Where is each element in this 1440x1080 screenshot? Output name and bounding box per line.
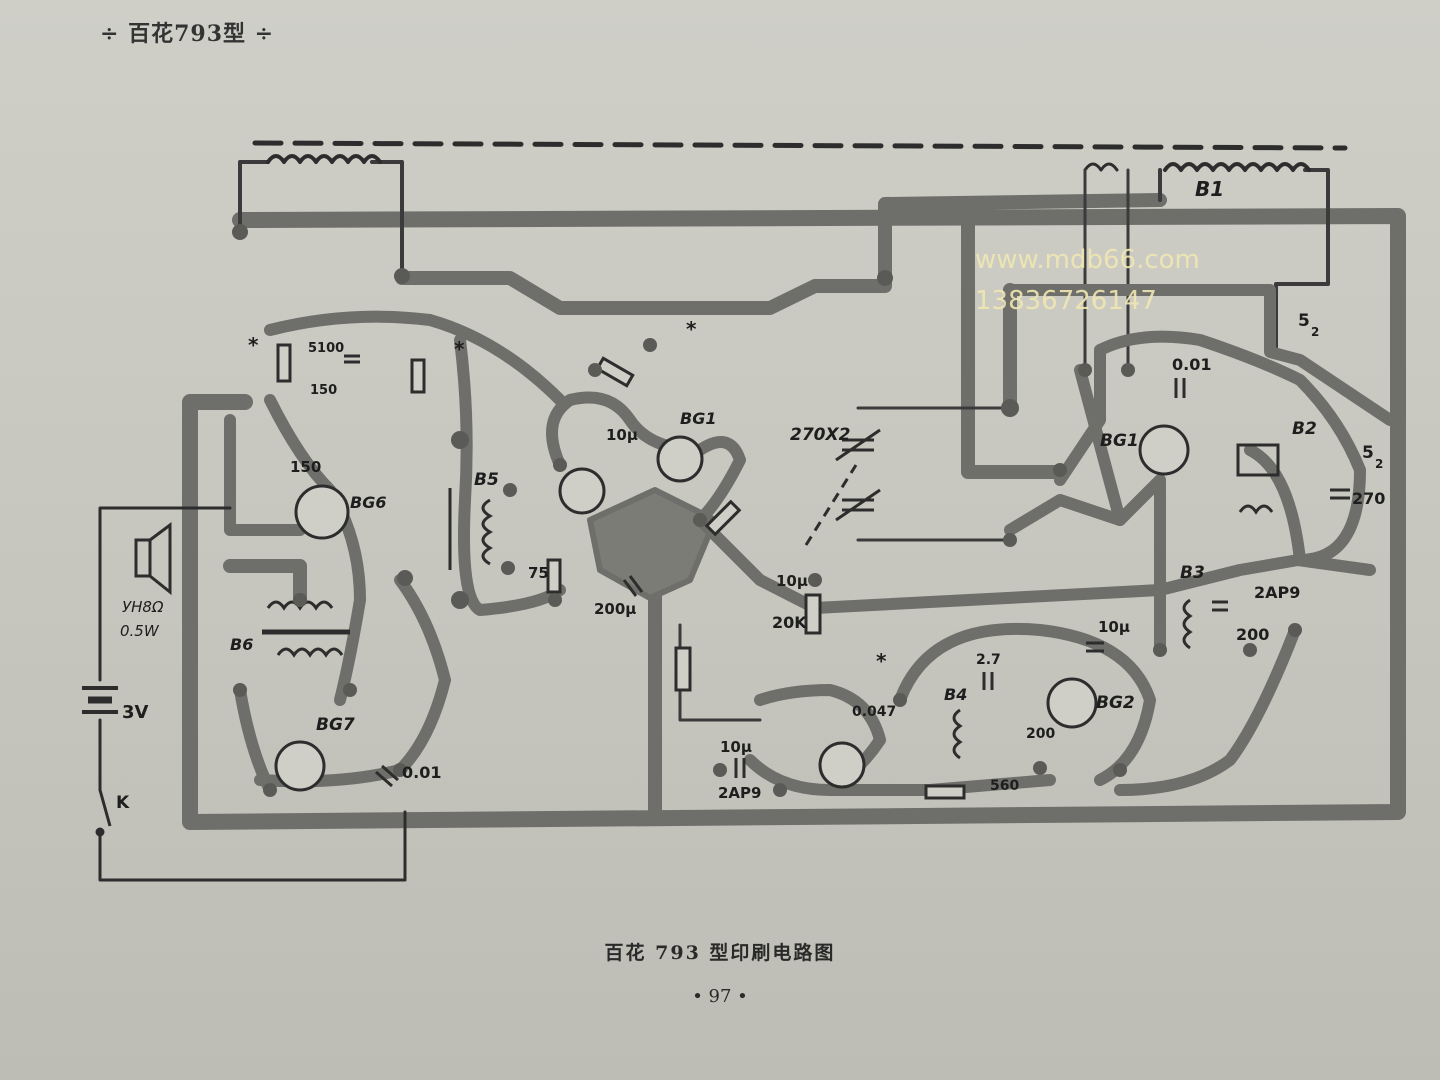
label-r-5100: 5100: [308, 341, 344, 356]
watermark-url: www.mdb66.com: [975, 245, 1200, 275]
trace-rf-loop: [1054, 330, 1366, 566]
switch-symbol: [95, 789, 112, 837]
trace-b5-loop: [454, 334, 566, 616]
antenna-coil-lead-left: [238, 160, 270, 234]
label-star-d: *: [876, 649, 887, 673]
tuning-capacitor-symbol: [835, 428, 881, 522]
label-c-52-top: 5: [1298, 311, 1310, 331]
trace-volume-loop: [744, 684, 886, 796]
label-bg6: BG6: [350, 493, 386, 512]
trace-audio-loop-a: [264, 394, 366, 706]
label-star-b: *: [454, 337, 465, 361]
speaker-symbol: [134, 522, 172, 596]
label-b5: B5: [474, 470, 499, 490]
label-star-a: *: [248, 333, 259, 357]
watermark-phone: 13836726147: [975, 286, 1157, 316]
trace-lower-right-loop: [1114, 624, 1301, 796]
label-c-200-right: 200: [1236, 625, 1269, 644]
trace-if-loop: [894, 622, 1156, 786]
trace-bg1-left-loop: [546, 391, 746, 526]
trace-right-loop: [1004, 284, 1396, 426]
board-outline-trace: [182, 208, 1406, 830]
label-speaker: УΗ8Ω: [122, 598, 164, 616]
label-r-150-a: 150: [290, 458, 321, 476]
transistor-bg2: [1046, 677, 1098, 729]
antenna-rod-dashed: [252, 140, 1348, 151]
page-number: • 97 •: [692, 986, 748, 1007]
b1-secondary-winding: [1083, 162, 1119, 172]
label-c-27: 2.7: [976, 652, 1001, 668]
label-bg2: BG2: [1096, 693, 1135, 713]
label-battery: 3V: [122, 702, 149, 723]
label-bg7: BG7: [316, 715, 355, 735]
transformer-b6: [262, 600, 350, 658]
b1-winding: [1163, 162, 1311, 172]
antenna-coil-winding: [266, 154, 382, 164]
label-b2: B2: [1292, 419, 1317, 439]
coil-b2: [1236, 443, 1280, 515]
label-c-001-bottom: 0.01: [402, 763, 441, 782]
trace-detector-return: [1004, 494, 1126, 536]
label-c-10u-top: 10μ: [606, 426, 638, 444]
transformer-b3: [1182, 598, 1193, 650]
label-c-10u-mid: 10μ: [776, 572, 808, 590]
transformer-b4: [952, 708, 963, 760]
transistor-bg1-right: [1138, 424, 1190, 476]
label-b4: B4: [944, 685, 967, 704]
transistor-bg7: [274, 740, 326, 792]
label-bg1-right: BG1: [1100, 431, 1139, 451]
label-c-200u: 200μ: [594, 600, 636, 618]
figure-caption: 百花 793 型印刷电路图: [604, 942, 836, 964]
label-r-20k: 20K: [772, 613, 807, 632]
copper-pad-central: [587, 487, 718, 601]
trace-left-vertical: [224, 414, 306, 536]
trace-audio-loop-b: [254, 574, 451, 788]
label-c-52-top-sub: 2: [1311, 325, 1319, 339]
trace-right-vertical-a: [961, 213, 1067, 479]
battery-symbol: [82, 686, 118, 714]
trace-rf-down: [1074, 364, 1166, 656]
label-c-10u-bottom: 10μ: [720, 738, 752, 756]
label-b1: B1: [1195, 177, 1224, 201]
resistors: [276, 343, 966, 800]
label-c-200-b4: 200: [1026, 726, 1055, 742]
transformer-b5: [448, 488, 494, 570]
transistor-bg-lower-mid: [818, 741, 866, 789]
trace-upper-bus: [395, 193, 1167, 315]
label-c-10u-right: 10μ: [1098, 618, 1130, 636]
wire-external: [98, 506, 232, 682]
transistor-bg1-mid-b: [656, 435, 704, 483]
label-d-2ap9-left: 2AP9: [718, 784, 761, 802]
solder-pads: [232, 224, 1302, 797]
label-r-560: 560: [990, 778, 1019, 794]
label-d-2ap9-right: 2AP9: [1254, 583, 1300, 602]
transistor-bg6: [294, 484, 350, 540]
trace-output-bar: [223, 559, 307, 607]
label-r-150-b: 150: [310, 383, 337, 398]
label-star-c: *: [686, 317, 697, 341]
wire-switch-return: [98, 810, 407, 882]
label-c-001-top: 0.01: [1172, 355, 1211, 374]
label-c-270-right: 270: [1352, 489, 1385, 508]
capacitors: [344, 354, 1350, 788]
label-bg1-mid: BG1: [680, 409, 716, 428]
label-c-0047: 0.047: [852, 704, 896, 720]
label-c-52-mid-sub: 2: [1375, 457, 1383, 471]
label-b6: B6: [230, 635, 253, 654]
label-speaker-power: 0.5W: [120, 622, 160, 640]
label-switch: K: [116, 793, 130, 813]
label-b3: B3: [1180, 563, 1205, 583]
book-header-title: ÷ 百花793型 ÷: [100, 21, 275, 47]
label-r-75: 75: [528, 564, 549, 582]
trace-mid-horizontal: [809, 554, 1376, 614]
trace-top-arc: [264, 310, 566, 406]
label-c-270x2: 270X2: [790, 425, 850, 445]
label-c-52-mid: 5: [1362, 443, 1374, 463]
transistor-bg1-mid-a: [558, 467, 606, 515]
trace-audio-loop-c: [234, 684, 276, 796]
trace-mid-diagonal: [694, 514, 821, 614]
